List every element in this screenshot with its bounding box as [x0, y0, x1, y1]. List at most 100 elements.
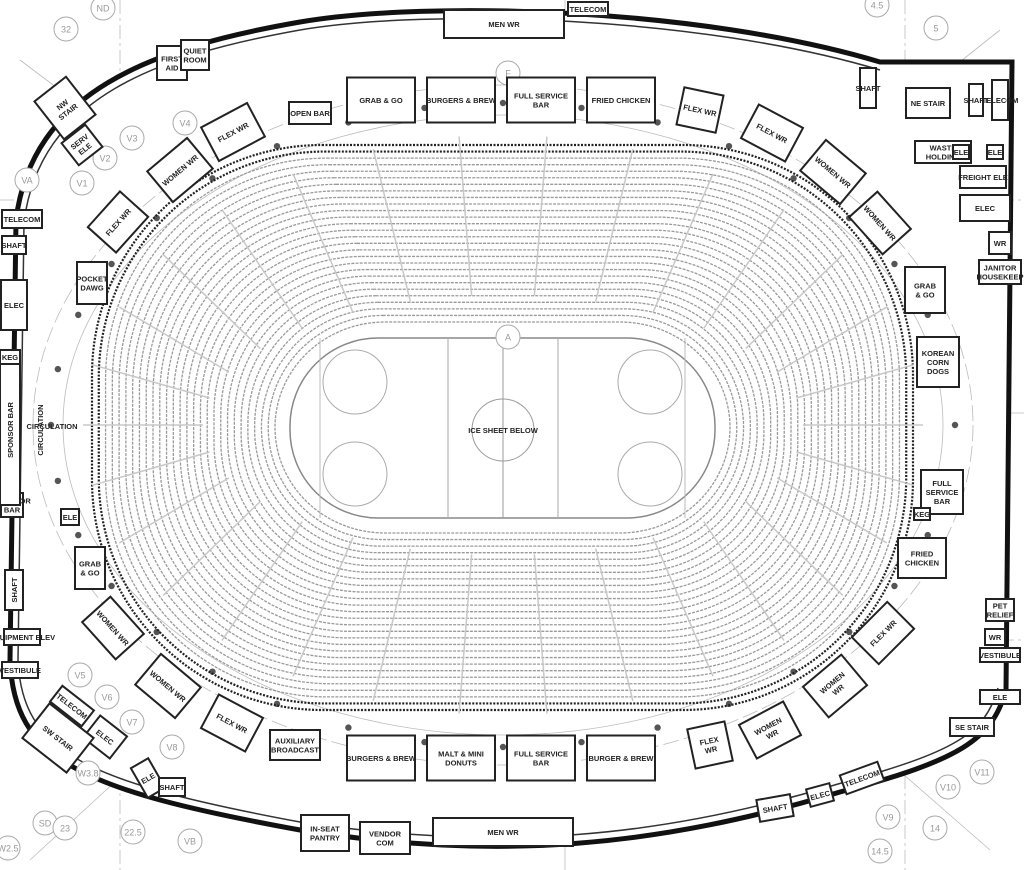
grid-bubble: V5	[67, 662, 93, 688]
room-ele: ELE	[986, 144, 1004, 160]
seat-row	[145, 196, 860, 659]
room-elec: ELEC	[804, 781, 836, 809]
grid-bubble: V11	[969, 759, 995, 785]
grid-bubble: V3	[119, 125, 145, 151]
room-label: IN-SEAT	[310, 825, 340, 834]
room-label: FREIGHT ELE	[958, 173, 1008, 182]
room-label: POCKET	[76, 275, 108, 284]
room-label: CIRCULATION	[36, 404, 45, 455]
room-label: SHAFT	[964, 96, 989, 105]
aisle	[91, 363, 210, 399]
seat-row	[118, 170, 887, 685]
grid-bubble-label: VA	[21, 176, 32, 186]
room-label: DONUTS	[445, 759, 477, 768]
column-marker	[725, 700, 733, 708]
grid-bubble: 14	[922, 815, 948, 841]
room-circulation: CIRCULATION	[36, 404, 45, 455]
room-label: NE STAIR	[911, 99, 946, 108]
room-vestibule: VESTIBULE	[979, 647, 1021, 663]
room-label: AUXILIARY	[275, 737, 315, 746]
room-label: ELE	[954, 148, 969, 157]
room-label: FULL SERVICE	[514, 750, 568, 759]
aisle	[292, 537, 354, 677]
aisle	[292, 173, 354, 313]
grid-bubble-label: V11	[974, 768, 989, 778]
room-label: CHICKEN	[905, 559, 939, 568]
room-women-wr: WOMEN WR	[798, 138, 868, 206]
seat-row	[254, 301, 751, 554]
room-label: HOUSEKEEP	[976, 273, 1023, 282]
room-label: SHAFT	[160, 783, 185, 792]
column-marker	[891, 260, 898, 268]
grid-bubble-label: ND	[97, 4, 110, 14]
room-label: QUIET	[184, 47, 207, 56]
room-label: BURGERS & BREW	[426, 96, 497, 105]
room-men-wr: MEN WR	[443, 9, 565, 39]
room-label: DAWG	[80, 284, 103, 293]
aisle	[118, 306, 230, 373]
room-label: JANITOR	[984, 264, 1017, 273]
grid-bubble-label: 22.5	[124, 828, 142, 838]
room-label: SERVICE	[926, 488, 959, 497]
room-label: GRAB	[914, 282, 937, 291]
room-ele: ELE	[952, 144, 970, 160]
room-label: SHAFT	[2, 241, 27, 250]
column-marker	[75, 311, 82, 319]
room-label: SHAFT	[10, 577, 19, 602]
column-marker	[499, 99, 507, 107]
grid-bubble: A	[495, 324, 521, 350]
grid-bubble-label: 23	[60, 824, 70, 834]
aisle	[221, 521, 303, 641]
grid-bubble: V9	[875, 804, 901, 830]
room-shaft: SHAFT	[755, 793, 795, 823]
seat-row	[159, 209, 846, 646]
room-label: ELEC	[975, 204, 996, 213]
room-label: FULL	[932, 479, 952, 488]
seating-bowl	[83, 136, 923, 714]
seat-row	[260, 308, 745, 547]
room-label: KEG	[2, 353, 18, 362]
seat-row	[240, 288, 765, 567]
room-elec: ELEC	[959, 194, 1011, 222]
grid-bubble: V1	[69, 170, 95, 196]
seat-row	[199, 249, 806, 606]
room-keg: KEG	[0, 349, 21, 365]
room-women-wr: WOMEN WR	[133, 652, 203, 720]
room-shaft: SHAFT	[158, 777, 186, 797]
grid-bubble: SD	[32, 810, 58, 836]
seat-row	[138, 190, 867, 665]
room-circulation: CIRCULATION	[26, 422, 77, 431]
room-freight-ele: FREIGHT ELE	[958, 165, 1008, 189]
seat-row	[220, 268, 785, 587]
column-marker	[75, 531, 82, 539]
seat-row	[165, 216, 840, 639]
grid-bubble: 22.5	[120, 819, 146, 845]
column-marker	[108, 260, 115, 268]
aisle	[533, 554, 548, 714]
grid-bubble: 32	[53, 16, 79, 42]
column-marker	[153, 214, 160, 222]
room-label: MALT & MINI	[438, 750, 484, 759]
room-label: COM	[376, 839, 394, 848]
room-label: WR	[989, 633, 1002, 642]
grid-bubble-label: V3	[126, 134, 137, 144]
room-label: HOLDING	[926, 153, 961, 162]
room-ele: ELE	[60, 508, 80, 526]
grid-bubble-label: 5	[933, 24, 938, 34]
aisle	[796, 451, 915, 487]
grid-bubble: V6	[94, 684, 120, 710]
column-marker	[578, 738, 585, 746]
room-flex-wr: FLEX WR	[850, 600, 916, 666]
room-label: VESTIBULE	[0, 666, 41, 675]
column-marker	[273, 142, 281, 150]
grid-bubble-label: V5	[74, 671, 85, 681]
